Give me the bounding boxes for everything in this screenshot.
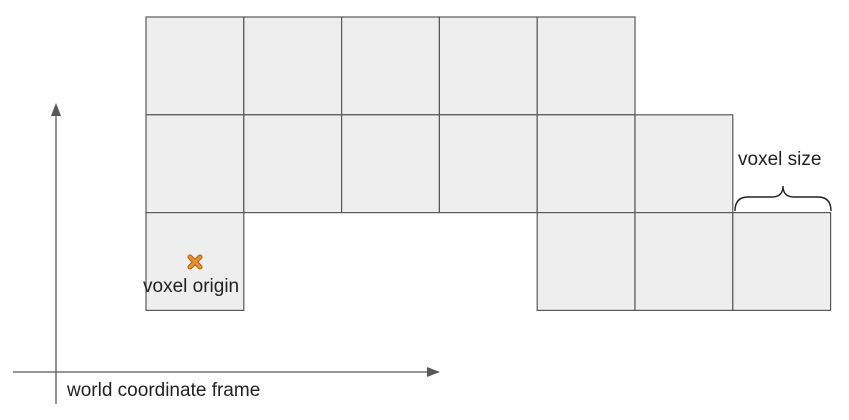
- voxel-cell: [536, 212, 636, 312]
- voxel-origin-label: voxel origin: [143, 276, 240, 297]
- y-axis-arrowhead: [51, 103, 61, 116]
- x-axis-arrowhead: [427, 367, 440, 377]
- voxel-cell: [341, 16, 441, 116]
- voxel-cell: [634, 114, 734, 214]
- voxel-cell: [145, 16, 245, 116]
- voxel-cell: [438, 114, 538, 214]
- voxel-cell: [634, 212, 734, 312]
- voxel-cell: [536, 114, 636, 214]
- voxel-cell: [243, 114, 343, 214]
- voxel-cell: [438, 16, 538, 116]
- voxel-cell: [536, 16, 636, 116]
- world-frame-axes: [13, 103, 440, 404]
- voxel-size-brace: [734, 185, 832, 212]
- voxel-size-label: voxel size: [738, 149, 822, 170]
- world-frame-label: world coordinate frame: [67, 380, 261, 401]
- voxel-grid: [145, 16, 832, 312]
- voxel-cell: [341, 114, 441, 214]
- voxel-cell: [732, 212, 832, 312]
- voxel-cell: [243, 16, 343, 116]
- voxel-origin-icon: [187, 254, 203, 270]
- voxel-cell: [145, 114, 245, 214]
